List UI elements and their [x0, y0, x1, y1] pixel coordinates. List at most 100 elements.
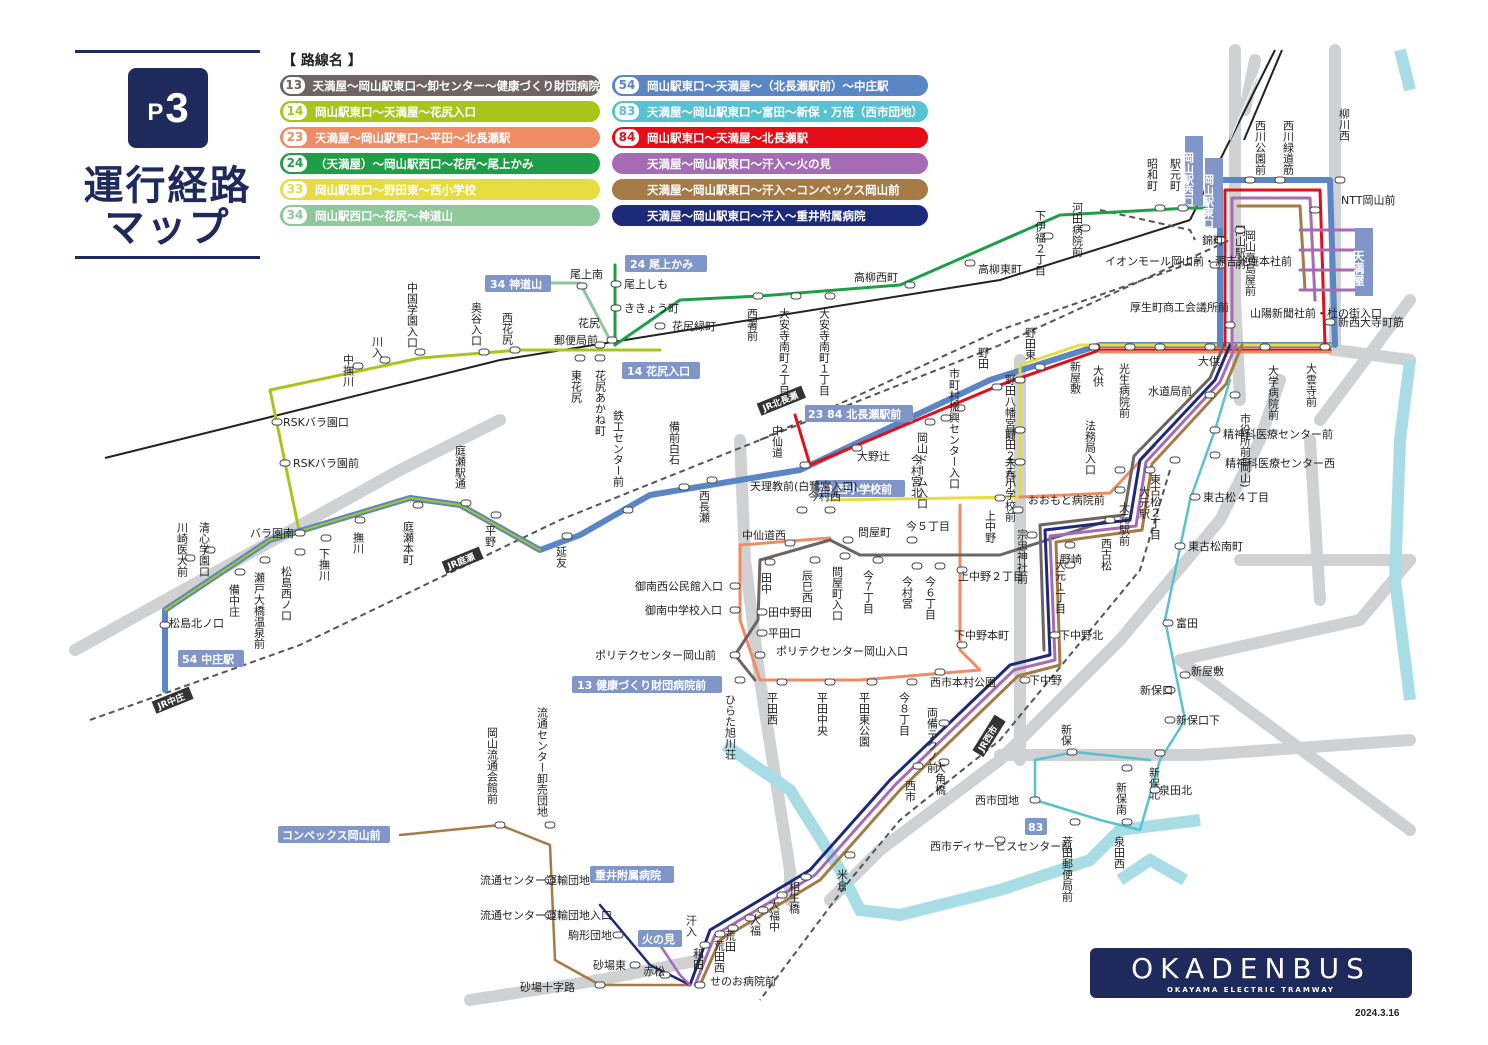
- bus-stop-label: 中仙道: [771, 425, 784, 458]
- bus-stop: 野田: [977, 347, 1003, 391]
- bus-stop: 西市団地: [975, 793, 1041, 807]
- bus-stop: 御南中学校入口: [645, 603, 741, 617]
- bus-stop-marker: [494, 821, 506, 829]
- legend-route-number: 54: [615, 77, 639, 94]
- bus-stop: 昭和町: [1146, 158, 1166, 212]
- bus-stop-label: 西市団地: [975, 793, 1019, 807]
- bus-stop-marker: [699, 941, 711, 949]
- bus-stop: 下中野: [1019, 674, 1062, 687]
- terminal-hinomi: 火の見: [642, 933, 675, 946]
- bus-stop-marker: [574, 354, 586, 362]
- bus-stop-label: 大元駅前: [1118, 501, 1131, 547]
- bus-stop-marker: [912, 762, 924, 770]
- bus-stop: 新屋敷: [1179, 664, 1224, 679]
- bus-stop: 大雲寺前: [1305, 343, 1331, 408]
- bus-stop: 問屋町入口: [831, 552, 851, 621]
- bus-stop-label: おおもと病院前: [1028, 493, 1105, 507]
- bus-stop-label: 赤松: [643, 964, 665, 978]
- bus-stop-marker: [1234, 226, 1246, 234]
- bus-stop: 高柳西町: [854, 270, 916, 289]
- bus-stop: 下中野本町: [954, 628, 1009, 649]
- bus-stop: 荒田: [724, 914, 756, 952]
- bus-stop-marker: [1189, 493, 1201, 501]
- bus-stop-label: 問屋町: [858, 526, 891, 539]
- bus-stop-marker: [756, 629, 768, 637]
- bus-stop: 御南西公民館入口: [635, 579, 741, 593]
- bus-stop-marker: [379, 356, 391, 364]
- terminal-14: 14 花尻入口: [627, 364, 690, 378]
- bus-stop-label: 新保口: [1140, 683, 1173, 697]
- bus-stop: 松島北ノ口: [159, 616, 224, 630]
- bus-stop-label: 山陽新聞社前・杜の街入口: [1250, 306, 1382, 320]
- rail-label-nakasho: JR中庄: [155, 690, 187, 712]
- bus-stop-marker: [956, 566, 968, 574]
- bus-stop-marker: [1224, 321, 1236, 329]
- bus-stop: 市役所前(岡山): [1229, 391, 1252, 488]
- bus-stop-marker: [994, 836, 1006, 844]
- legend-route-name: 岡山駅東口〜野田東〜西小学校: [315, 182, 476, 197]
- bus-stop-marker: [809, 556, 821, 564]
- bus-stop-label: 野田２丁目: [1004, 428, 1017, 483]
- bus-stop-label: 流通センター運輸団地: [480, 873, 590, 887]
- bus-stop: 平田中央: [816, 678, 836, 737]
- bus-stop-label: 富田: [1176, 616, 1198, 630]
- bus-stop: 大学病院前: [1259, 343, 1280, 421]
- bus-stop: 上中野: [984, 494, 1006, 543]
- bus-stop-label: 荒田: [724, 930, 737, 952]
- bus-stop-marker: [729, 606, 741, 614]
- bus-stop-marker: [610, 280, 622, 288]
- bus-stop-marker: [279, 459, 291, 467]
- bus-stop-label: せのお病院前: [710, 974, 776, 988]
- legend-route-name: 天満屋〜岡山駅東口〜卸センター〜健康づくり財団病院: [312, 78, 601, 93]
- bus-stop-marker: [799, 461, 811, 469]
- bus-stop-label: 問屋町入口: [831, 566, 844, 621]
- bus-stop-label: 川入: [371, 336, 384, 358]
- legend-route-number: 33: [283, 181, 307, 198]
- bus-stop: ポリテクセンター岡山入口: [754, 645, 908, 659]
- bus-stop-marker: [544, 876, 556, 884]
- terminal-83: 83: [1028, 821, 1043, 834]
- bus-stop: 今村宮: [901, 562, 923, 610]
- bus-stop: ひらた旭川荘: [724, 676, 746, 761]
- bus-stop-marker: [1012, 506, 1024, 514]
- bus-stop-marker: [800, 873, 812, 881]
- bus-stop: 新保南: [1115, 764, 1133, 815]
- bus-stop-label: 下中野本町: [954, 628, 1009, 642]
- bus-stop-marker: [1177, 204, 1189, 212]
- bus-stop-marker: [934, 562, 946, 570]
- bus-stop: 中仙道: [771, 425, 811, 469]
- bus-stop-label: 米倉: [836, 869, 849, 892]
- bus-stop-label: 大供: [1092, 364, 1105, 387]
- rail-lines: [89, 49, 1283, 1001]
- bus-stop: 相生橋: [788, 873, 812, 915]
- bus-stop-label: 駅元町: [1169, 158, 1182, 191]
- bus-stop: 下伊福２丁目: [1034, 210, 1054, 276]
- bus-stop-label: 下伊福２丁目: [1034, 210, 1047, 276]
- bus-stop-label: 上中野: [984, 510, 997, 543]
- bus-stop: 錦町: [1202, 233, 1226, 247]
- bus-stop-label: 郵便局前: [554, 333, 598, 347]
- bus-stop-label: 野田: [977, 347, 990, 369]
- bus-stop: 新保口下: [1164, 713, 1220, 727]
- bus-stop-label: 西花尻: [501, 312, 514, 346]
- bus-stop: 新保口: [1140, 683, 1176, 697]
- bus-stop: 中仙道西: [742, 528, 796, 547]
- terminal-34: 34 神道山: [490, 277, 542, 291]
- background-roads: [69, 44, 1416, 1006]
- legend-route-33: 33 岡山駅東口〜野田東〜西小学校: [280, 179, 600, 200]
- bus-stop-marker: [906, 678, 918, 686]
- bus-stop-label: 市町村振興センター入口: [948, 367, 961, 489]
- bus-stop-marker: [606, 336, 618, 344]
- bus-stop-marker: [1154, 343, 1166, 351]
- bus-stop: 岡山流通会館前: [486, 727, 506, 829]
- bus-stop-marker: [1026, 531, 1038, 539]
- bus-stop-marker: [1164, 716, 1176, 724]
- bus-stop-marker: [159, 621, 171, 629]
- bus-stop: 汗入: [685, 915, 711, 949]
- bus-stop: 大角橋: [934, 758, 950, 796]
- bus-stop-label: 錦町: [1202, 233, 1224, 247]
- bus-stop: 花尻: [578, 317, 606, 349]
- bus-stop: 東古松４丁目: [1189, 490, 1269, 504]
- bus-stop: 尾上南: [570, 268, 603, 290]
